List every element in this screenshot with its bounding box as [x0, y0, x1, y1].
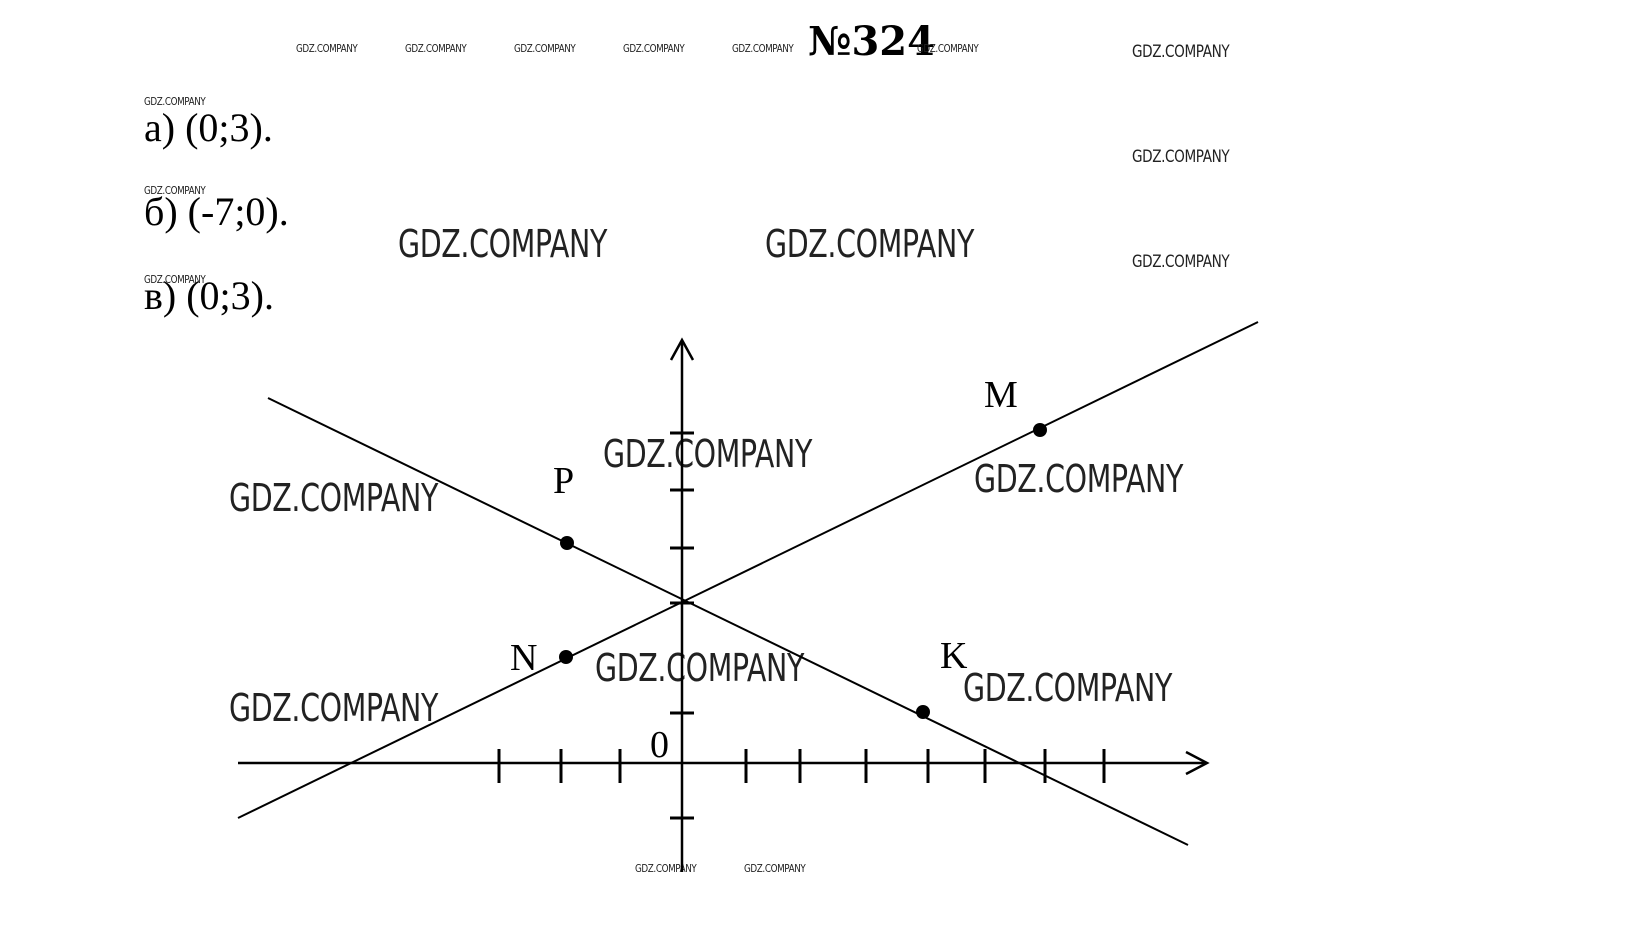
y-axis-arrow [669, 337, 695, 361]
origin-label: 0 [650, 724, 669, 766]
answer-b: б) (-7;0). [144, 189, 289, 234]
watermark: GDZ.COMPANY [1132, 42, 1230, 62]
watermark: GDZ.COMPANY [732, 42, 794, 55]
watermark: GDZ.COMPANY [765, 222, 975, 266]
watermark: GDZ.COMPANY [1132, 252, 1230, 272]
point-n-marker [559, 650, 573, 664]
point-k-label: K [940, 635, 968, 677]
line-nm [237, 321, 1259, 819]
watermark: GDZ.COMPANY [144, 184, 206, 197]
point-k-marker [916, 705, 930, 719]
point-p-marker [560, 536, 574, 550]
watermark: GDZ.COMPANY [144, 95, 206, 108]
line-pk [267, 397, 1189, 846]
watermark: GDZ.COMPANY [398, 222, 608, 266]
watermark: GDZ.COMPANY [974, 457, 1184, 501]
watermark: GDZ.COMPANY [229, 686, 439, 730]
watermark: GDZ.COMPANY [917, 42, 979, 55]
task-number: №324 [808, 18, 935, 65]
point-m-marker [1033, 423, 1047, 437]
watermark: GDZ.COMPANY [144, 273, 206, 286]
answer-v: в) (0;3). [144, 273, 274, 318]
watermark: GDZ.COMPANY [229, 476, 439, 520]
watermark: GDZ.COMPANY [296, 42, 358, 55]
point-p-label: P [553, 460, 574, 502]
watermark: GDZ.COMPANY [405, 42, 467, 55]
watermark: GDZ.COMPANY [623, 42, 685, 55]
watermark: GDZ.COMPANY [1132, 147, 1230, 167]
watermark: GDZ.COMPANY [603, 432, 813, 476]
x-axis-arrow [1185, 750, 1210, 776]
watermark: GDZ.COMPANY [963, 666, 1173, 710]
point-n-label: N [510, 637, 537, 679]
watermark: GDZ.COMPANY [744, 862, 806, 875]
point-m-label: M [984, 374, 1018, 416]
watermark: GDZ.COMPANY [514, 42, 576, 55]
watermark: GDZ.COMPANY [595, 646, 805, 690]
x-axis-ticks [497, 749, 1106, 783]
answer-a: а) (0;3). [144, 105, 273, 150]
